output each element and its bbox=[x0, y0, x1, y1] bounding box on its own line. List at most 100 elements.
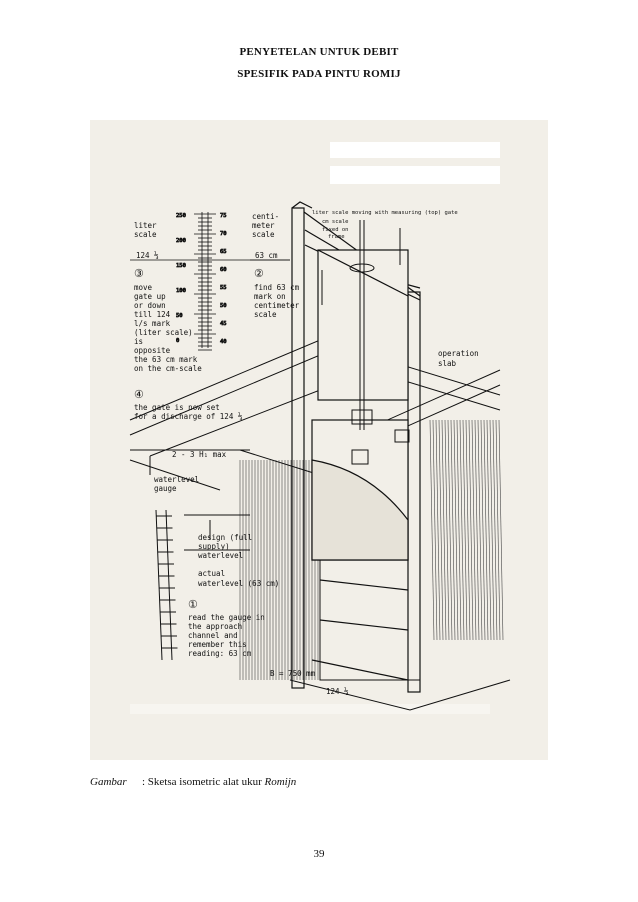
liter-scale-label-1: liter bbox=[134, 221, 157, 230]
hatch-line bbox=[438, 419, 444, 641]
page-number: 39 bbox=[313, 848, 325, 860]
mask-box-1 bbox=[330, 142, 500, 158]
design-level-line: supply) bbox=[198, 542, 230, 551]
cm-scale-label-1: centi- bbox=[252, 212, 279, 221]
hatch-line bbox=[468, 419, 474, 641]
cm-tick-label: 40 bbox=[220, 339, 227, 345]
cm-scale-label-3: scale bbox=[252, 230, 275, 239]
liter-reading-label: 124 ⅓ bbox=[136, 251, 159, 260]
liter-tick-label: 150 bbox=[176, 263, 186, 269]
step-4-marker: ④ bbox=[134, 388, 144, 401]
liter-tick-label: 200 bbox=[176, 238, 186, 244]
top-liter-scale-label: liter scale moving with measuring (top) … bbox=[312, 210, 458, 216]
cm-reading-label: 63 cm bbox=[255, 251, 278, 260]
caption-text: : Sketsa isometric alat ukur bbox=[142, 776, 265, 788]
step-4-line: the gate is now set bbox=[134, 403, 220, 412]
hatch-line bbox=[456, 419, 462, 641]
caption-label: Gambar bbox=[90, 776, 127, 788]
step-3-marker: ③ bbox=[134, 267, 144, 280]
step-2-line: mark on bbox=[254, 292, 286, 301]
liter-scale-label-2: scale bbox=[134, 230, 157, 239]
hatch-line bbox=[432, 419, 438, 641]
step-3-line: l/s mark bbox=[134, 319, 171, 328]
step-3-line: is bbox=[134, 337, 143, 346]
hatch-line bbox=[483, 419, 489, 641]
cm-tick-label: 65 bbox=[220, 249, 227, 255]
liter-tick-label: 50 bbox=[176, 313, 183, 319]
cm-tick-label: 60 bbox=[220, 267, 227, 273]
step-1-line: reading: 63 cm bbox=[188, 649, 252, 658]
step-1-line: the approach bbox=[188, 622, 242, 631]
liter-tick-label: 250 bbox=[176, 213, 186, 219]
hatch-line bbox=[453, 419, 459, 641]
step-1-line: channel and bbox=[188, 631, 238, 640]
width-label: B = 750 mm bbox=[270, 669, 316, 678]
hatch-line bbox=[474, 419, 480, 641]
gauge-label-2: gauge bbox=[154, 484, 177, 493]
h1-max-label: 2 - 3 H₁ max bbox=[172, 450, 227, 459]
step-3-line: (liter scale) bbox=[134, 328, 193, 337]
page-title-line-1: PENYETELAN UNTUK DEBIT bbox=[239, 46, 399, 58]
step-2-marker: ② bbox=[254, 267, 264, 280]
hatch-line bbox=[459, 419, 465, 641]
step-2-line: centimeter bbox=[254, 301, 300, 310]
gate-frame bbox=[291, 201, 421, 693]
step-1-line: read the gauge in bbox=[188, 613, 265, 622]
hatch-line bbox=[486, 419, 492, 641]
step-4-line: for a discharge of 124 ⅓ bbox=[134, 412, 243, 421]
actual-level-label-2: waterlevel (63 cm) bbox=[198, 579, 279, 588]
step-3-line: move bbox=[134, 283, 153, 292]
liter-tick-label: 0 bbox=[176, 338, 179, 344]
cm-tick-label: 70 bbox=[220, 231, 227, 237]
figure-caption: Gambar : Sketsa isometric alat ukur Romij… bbox=[90, 776, 296, 788]
operation-slab-label-2: slab bbox=[438, 359, 457, 368]
step-3-line: till 124 bbox=[134, 310, 171, 319]
step-3-line: opposite bbox=[134, 346, 171, 355]
actual-level-label-1: actual bbox=[198, 569, 225, 578]
cm-tick-label: 45 bbox=[220, 321, 227, 327]
hatch-line bbox=[465, 419, 471, 641]
top-fixed-label-2: frame bbox=[328, 234, 345, 240]
figure-labels: liter scale centi- meter scale 124 ⅓ 63 … bbox=[134, 210, 479, 696]
step-3-line: or down bbox=[134, 301, 166, 310]
cm-tick-label: 75 bbox=[220, 213, 227, 219]
hatch-line bbox=[429, 419, 435, 641]
step-3-line: the 63 cm mark bbox=[134, 355, 198, 364]
operation-slab-label-1: operation bbox=[438, 349, 479, 358]
design-level-line: design (full bbox=[198, 533, 252, 542]
design-level-line: waterlevel bbox=[198, 551, 243, 560]
step-1-marker: ① bbox=[188, 598, 198, 611]
bottom-reading-label: 124 ⅓ bbox=[326, 687, 349, 696]
page-title-line-2: SPESIFIK PADA PINTU ROMIJ bbox=[237, 68, 401, 80]
caption-italic: Romijn bbox=[264, 776, 297, 788]
hatch-line bbox=[441, 419, 447, 641]
hatch-line bbox=[471, 419, 477, 641]
gauge-label-1: waterlevel bbox=[154, 475, 199, 484]
hatch-line bbox=[492, 419, 498, 641]
mask-box-2 bbox=[330, 166, 500, 184]
top-cm-scale-label: cm scale bbox=[322, 219, 349, 225]
waterlevel-gauge bbox=[130, 449, 250, 661]
hatch-line bbox=[435, 419, 441, 641]
hatch-line bbox=[495, 419, 501, 641]
step-3-line: gate up bbox=[134, 292, 166, 301]
step-2-line: find 63 cm bbox=[254, 283, 300, 292]
hatch-line bbox=[498, 419, 504, 641]
top-fixed-label-1: fixed on bbox=[322, 227, 349, 233]
spindles bbox=[321, 220, 410, 465]
step-1-line: remember this bbox=[188, 640, 247, 649]
liter-tick-label: 100 bbox=[176, 288, 186, 294]
hatch-line bbox=[462, 419, 468, 641]
hatch-line bbox=[489, 419, 495, 641]
cm-scale-label-2: meter bbox=[252, 221, 275, 230]
hatch-line bbox=[450, 419, 456, 641]
hatching bbox=[239, 419, 504, 680]
step-2-line: scale bbox=[254, 310, 277, 319]
mask-box-3 bbox=[130, 704, 490, 714]
step-3-line: on the cm-scale bbox=[134, 364, 202, 373]
cm-tick-label: 55 bbox=[220, 285, 227, 291]
hatch-line bbox=[480, 419, 486, 641]
